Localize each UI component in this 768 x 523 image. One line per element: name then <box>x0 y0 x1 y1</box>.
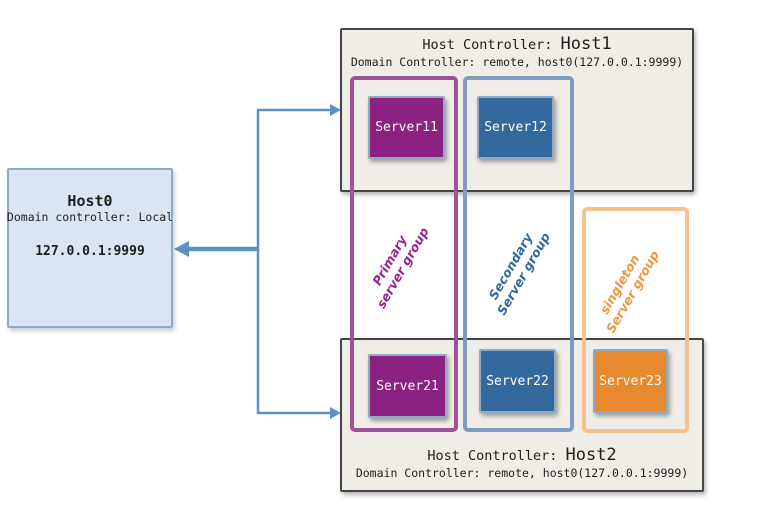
server12-label: Server12 <box>484 120 547 135</box>
host2-title-prefix: Host Controller: <box>427 448 566 464</box>
host2-subtitle: Domain Controller: remote, host0(127.0.0… <box>355 466 689 480</box>
arrowhead-to-host2-icon <box>330 407 341 419</box>
server11-label: Server11 <box>375 120 438 135</box>
host1-subtitle: Domain Controller: remote, host0(127.0.0… <box>350 55 684 69</box>
group-singleton-outline <box>582 207 689 433</box>
server23-box: Server23 <box>593 349 668 413</box>
arrowhead-to-host0-icon <box>174 241 189 257</box>
server12-box: Server12 <box>477 96 554 159</box>
host0-title: Host0 <box>67 192 113 210</box>
host2-title-name: Host2 <box>565 445 617 465</box>
server11-box: Server11 <box>368 96 445 159</box>
host0-address: 127.0.0.1:9999 <box>35 244 145 259</box>
host1-title-name: Host1 <box>560 34 612 54</box>
host1-title-prefix: Host Controller: <box>422 37 561 53</box>
server23-label: Server23 <box>599 373 662 389</box>
host1-title: Host Controller: Host1 <box>422 35 611 55</box>
host2-title: Host Controller: Host2 <box>427 446 616 466</box>
server21-box: Server21 <box>368 354 447 418</box>
host0-subtitle: Domain controller: Local <box>6 210 174 224</box>
group-primary-outline <box>350 76 458 432</box>
server22-label: Server22 <box>486 373 549 389</box>
server22-box: Server22 <box>479 349 556 413</box>
arrow-tree-line <box>256 108 331 415</box>
server21-label: Server21 <box>376 378 439 394</box>
host0-box: Host0 Domain controller: Local 127.0.0.1… <box>7 168 173 328</box>
arrowhead-to-host1-icon <box>330 104 341 116</box>
group-secondary-outline <box>463 76 574 432</box>
